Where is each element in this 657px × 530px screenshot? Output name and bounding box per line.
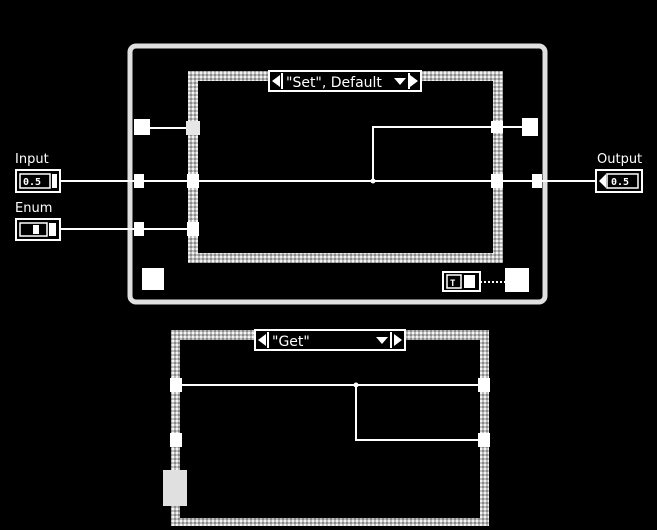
wire-junction-lower [353, 382, 359, 388]
loop-terminals[interactable] [142, 268, 529, 292]
case-structure-get[interactable] [171, 330, 489, 526]
input-label: Input [15, 152, 49, 167]
wires-lower[interactable] [178, 384, 486, 441]
output-terminal[interactable]: Output 0.5 [595, 152, 643, 193]
enum-terminal[interactable]: Enum [15, 201, 61, 241]
output-arrow-icon [599, 174, 606, 188]
output-value: 0.5 [611, 177, 629, 188]
iteration-terminal [142, 268, 164, 290]
increment-arrow-icon [410, 75, 418, 87]
decrement-arrow-icon-get [258, 334, 266, 346]
case-selector-set-label: "Set", Default [286, 75, 382, 91]
case-selector-get[interactable]: "Get" [254, 329, 406, 351]
outer-loop-frame[interactable] [127, 43, 548, 305]
enum-label: Enum [15, 201, 52, 216]
input-value: 0.5 [23, 177, 41, 188]
increment-arrow-icon-get [394, 334, 402, 346]
case-selector-set[interactable]: "Set", Default [268, 70, 422, 92]
decrement-arrow-icon [272, 75, 280, 87]
wire-junction [370, 178, 376, 184]
tunnels-lower[interactable] [163, 378, 490, 506]
boolean-constant[interactable]: T [442, 271, 481, 292]
chevron-down-icon-get [376, 337, 388, 344]
case-structure-set[interactable] [188, 71, 503, 263]
case-selector-get-label: "Get" [272, 334, 310, 350]
constant-label: T [450, 279, 456, 289]
input-terminal[interactable]: Input 0.5 [15, 152, 61, 193]
chevron-down-icon [394, 78, 406, 85]
stop-terminal [505, 268, 529, 292]
output-label: Output [597, 152, 642, 167]
tunnels-upper[interactable] [134, 118, 542, 236]
